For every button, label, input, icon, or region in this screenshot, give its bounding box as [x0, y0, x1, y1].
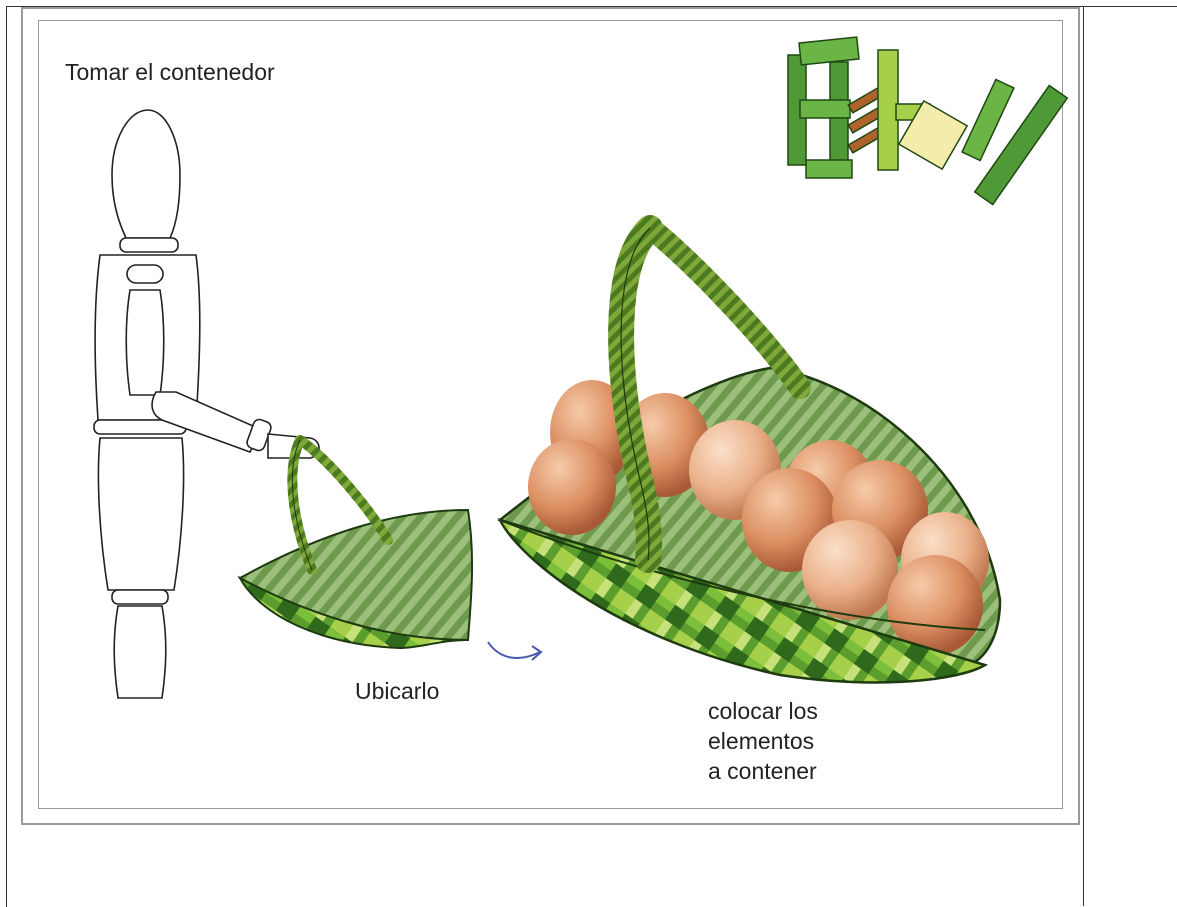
caption-take-container: Tomar el contenedor	[65, 57, 275, 87]
small-basket	[240, 440, 472, 648]
large-basket-with-eggs	[500, 228, 1000, 682]
caption-place-elements: colocar los elementos a contener	[708, 696, 908, 786]
arrow-icon	[488, 642, 541, 660]
caption-place-it: Ubicarlo	[355, 676, 439, 706]
logo	[788, 37, 1067, 205]
